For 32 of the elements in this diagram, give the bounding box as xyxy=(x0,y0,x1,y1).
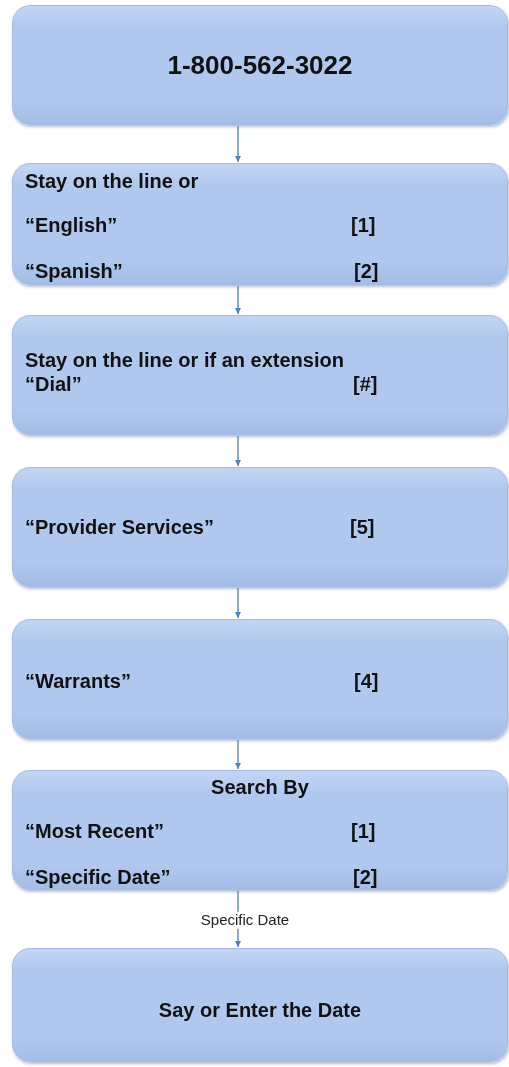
option-text: “Specific Date” xyxy=(25,865,171,889)
arrow xyxy=(234,435,242,467)
option-text: “English” xyxy=(25,213,118,237)
process-box xyxy=(12,5,508,125)
option-text: [1] xyxy=(351,213,376,237)
process-box xyxy=(12,163,508,285)
process-box xyxy=(12,619,508,739)
edge-label: Specific Date xyxy=(198,911,292,929)
option-text: Search By xyxy=(210,775,310,799)
option-text: “Dial” xyxy=(25,372,82,396)
process-box xyxy=(12,315,508,435)
option-text: [2] xyxy=(354,259,379,283)
option-text: “Most Recent” xyxy=(25,819,164,843)
option-text: [4] xyxy=(354,669,379,693)
arrow xyxy=(234,587,242,619)
option-text: [1] xyxy=(351,819,376,843)
option-text: Stay on the line or xyxy=(25,169,199,193)
process-box xyxy=(12,467,508,587)
option-text: Say or Enter the Date xyxy=(157,998,363,1022)
option-text: “Spanish” xyxy=(25,259,123,283)
option-text: “Provider Services” xyxy=(25,515,214,539)
option-text: [2] xyxy=(353,865,378,889)
arrow xyxy=(234,285,242,315)
process-box xyxy=(12,948,508,1062)
option-text: [5] xyxy=(350,515,375,539)
process-box xyxy=(12,770,508,890)
option-text: [#] xyxy=(353,372,378,396)
option-text: 1-800-562-3022 xyxy=(166,51,354,81)
option-text: “Warrants” xyxy=(25,669,131,693)
arrow xyxy=(234,125,242,163)
arrow xyxy=(234,739,242,770)
option-text: Stay on the line or if an extension xyxy=(25,348,344,372)
